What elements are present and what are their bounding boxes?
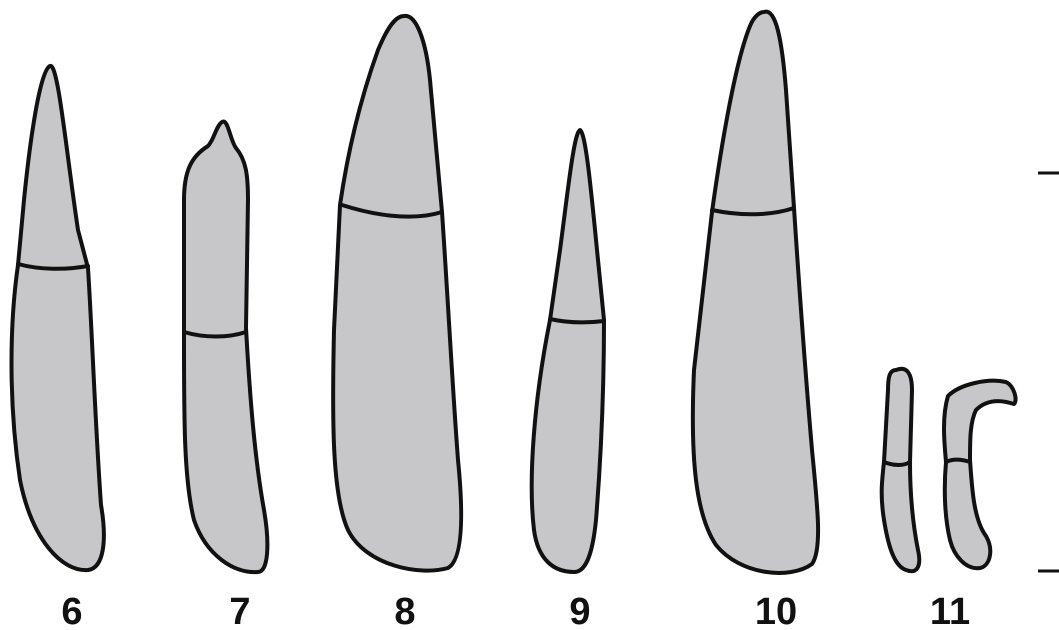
specimen-9: 9 [532, 130, 604, 630]
specimen-7-outline [184, 122, 267, 573]
specimen-11: 11 [882, 369, 1016, 630]
specimen-9-outline [532, 130, 604, 572]
figure-label-7: 7 [229, 591, 250, 630]
figure-label-6: 6 [61, 591, 82, 630]
figure-label-8: 8 [394, 591, 415, 630]
specimen-10-outline [693, 12, 818, 573]
specimen-6-outline [12, 66, 104, 570]
specimen-10: 10 [693, 12, 818, 630]
specimen-8: 8 [333, 16, 461, 630]
specimen-7: 7 [184, 122, 267, 630]
specimen-6: 6 [12, 66, 104, 630]
specimen-11a-outline [882, 369, 920, 571]
figure-label-9: 9 [569, 591, 590, 630]
figure-label-10: 10 [755, 591, 797, 630]
figure-label-11: 11 [930, 591, 970, 630]
specimen-8-outline [333, 16, 461, 571]
specimen-11b-outline [944, 381, 1016, 568]
